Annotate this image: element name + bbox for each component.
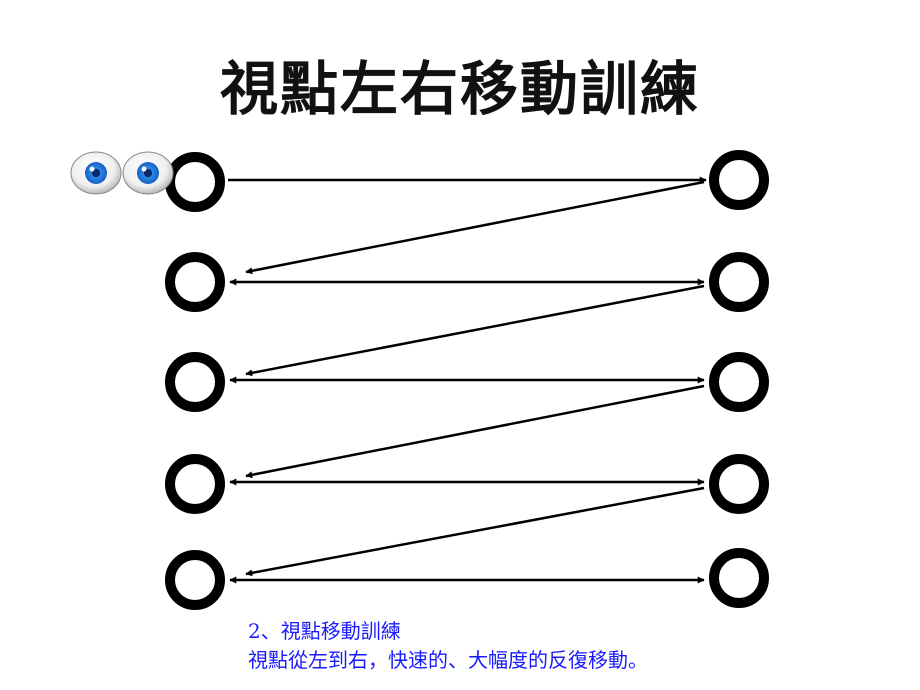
caption: 2、視點移動訓練 視點從左到右，快速的、大幅度的反復移動。 [248, 617, 648, 675]
right-rings [709, 150, 769, 608]
right-ring-3 [709, 352, 769, 412]
left-ring-4 [165, 454, 225, 514]
page-title: 視點左右移動訓練 [219, 55, 700, 123]
caption-description: 視點從左到右，快速的、大幅度的反復移動。 [248, 648, 648, 672]
caption-heading: 2、視點移動訓練 [248, 619, 401, 643]
right-ring-4 [709, 454, 769, 514]
left-ring-2 [165, 252, 225, 312]
right-ring-2 [709, 252, 769, 312]
right-ring-5 [709, 548, 769, 608]
left-rings [165, 152, 225, 610]
left-eye-icon [70, 151, 122, 195]
diagonal-arrow-4 [245, 486, 705, 577]
eyes-icon [70, 151, 174, 195]
left-ring-5 [165, 550, 225, 610]
diagonal-arrow-2 [245, 284, 705, 377]
diagonal-arrows [245, 180, 705, 577]
right-eye-icon [122, 151, 174, 195]
left-ring-1 [165, 152, 225, 212]
diagonal-arrow-3 [245, 384, 705, 479]
right-ring-1 [709, 150, 769, 210]
left-ring-3 [165, 352, 225, 412]
diagonal-arrow-1 [245, 180, 705, 275]
horizontal-arrows [228, 176, 707, 584]
